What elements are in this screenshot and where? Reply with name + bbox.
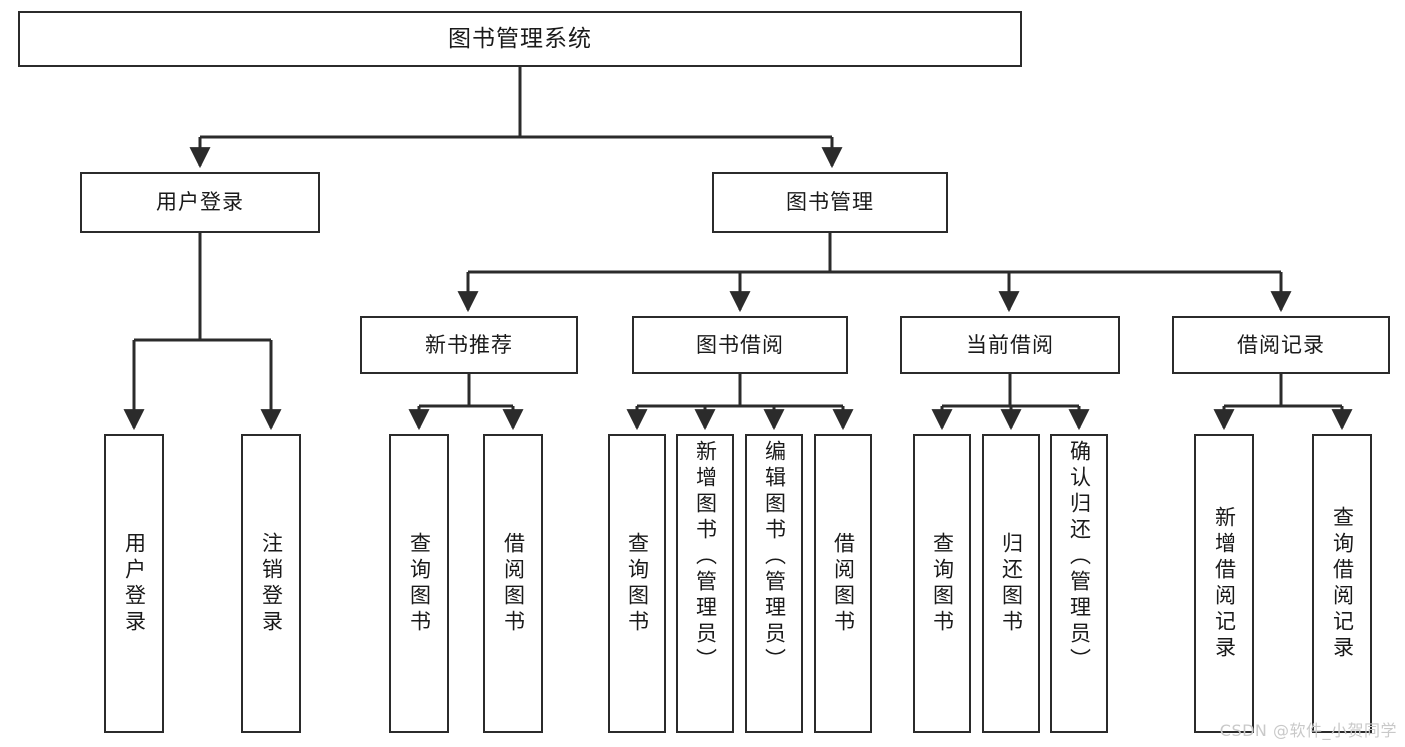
node-book-manage-label: 图书管理 [786, 190, 874, 215]
node-user-login[interactable]: 用户登录 [80, 172, 320, 233]
node-borrow-record-label: 借阅记录 [1237, 332, 1325, 357]
node-book-borrow-label: 图书借阅 [696, 332, 784, 357]
node-current-borrow[interactable]: 当前借阅 [900, 316, 1120, 374]
leaf-borrow-book-borrow-label: 借阅图书 [831, 531, 856, 636]
leaf-user-login-label: 用户登录 [122, 531, 147, 636]
leaf-query-book-borrow-label: 查询图书 [625, 531, 650, 636]
leaf-query-book-rec[interactable]: 查询图书 [389, 434, 449, 733]
leaf-user-login[interactable]: 用户登录 [104, 434, 164, 733]
leaf-user-logout-label: 注销登录 [259, 531, 284, 636]
leaf-return-book[interactable]: 归还图书 [982, 434, 1040, 733]
node-book-manage[interactable]: 图书管理 [712, 172, 948, 233]
leaf-borrow-book-rec[interactable]: 借阅图书 [483, 434, 543, 733]
node-current-borrow-label: 当前借阅 [966, 332, 1054, 357]
leaf-borrow-book-rec-label: 借阅图书 [501, 531, 526, 636]
leaf-return-book-label: 归还图书 [999, 531, 1024, 636]
leaf-add-book-admin[interactable]: 新增图书（管理员） [676, 434, 734, 733]
leaf-query-book-current-label: 查询图书 [930, 531, 955, 636]
leaf-add-book-admin-label: 新增图书（管理员） [693, 440, 718, 674]
leaf-query-book-rec-label: 查询图书 [407, 531, 432, 636]
leaf-query-book-current[interactable]: 查询图书 [913, 434, 971, 733]
leaf-borrow-book-borrow[interactable]: 借阅图书 [814, 434, 872, 733]
node-book-borrow[interactable]: 图书借阅 [632, 316, 848, 374]
node-user-login-label: 用户登录 [156, 190, 244, 215]
leaf-query-borrow-record[interactable]: 查询借阅记录 [1312, 434, 1372, 733]
leaf-add-borrow-record-label: 新增借阅记录 [1212, 505, 1237, 662]
csdn-watermark: CSDN @软件_小贺同学 [1219, 721, 1397, 740]
leaf-confirm-return-admin[interactable]: 确认归还（管理员） [1050, 434, 1108, 733]
node-new-book-recommend-label: 新书推荐 [425, 332, 513, 357]
leaf-edit-book-admin-label: 编辑图书（管理员） [762, 440, 787, 674]
node-new-book-recommend[interactable]: 新书推荐 [360, 316, 578, 374]
leaf-edit-book-admin[interactable]: 编辑图书（管理员） [745, 434, 803, 733]
leaf-query-book-borrow[interactable]: 查询图书 [608, 434, 666, 733]
leaf-add-borrow-record[interactable]: 新增借阅记录 [1194, 434, 1254, 733]
leaf-user-logout[interactable]: 注销登录 [241, 434, 301, 733]
leaf-confirm-return-admin-label: 确认归还（管理员） [1067, 440, 1092, 674]
node-root-label: 图书管理系统 [448, 25, 592, 52]
node-borrow-record[interactable]: 借阅记录 [1172, 316, 1390, 374]
leaf-query-borrow-record-label: 查询借阅记录 [1330, 505, 1355, 662]
node-root[interactable]: 图书管理系统 [18, 11, 1022, 67]
